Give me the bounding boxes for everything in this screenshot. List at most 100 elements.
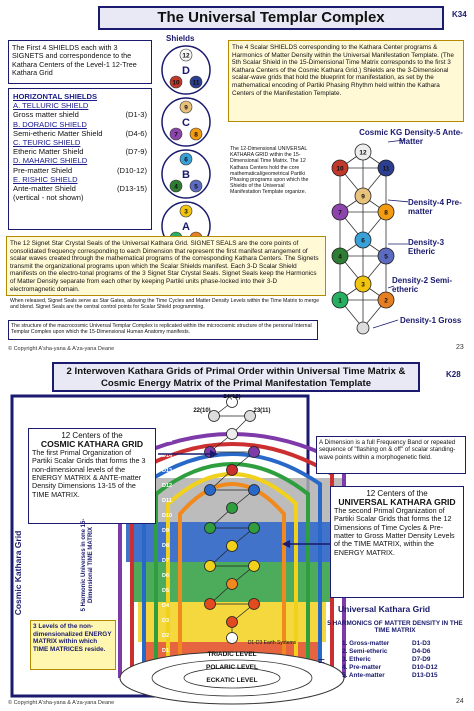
signet-number: 8 (194, 132, 198, 139)
copyright-2: © Copyright A'sha-yana & A'za-yana Deane (8, 700, 115, 706)
signet-number: 4 (174, 184, 178, 191)
shield-name: C. TEURIC SHIELD (13, 138, 81, 148)
shield-letter: D (182, 65, 190, 77)
energy-levels-box: 3 Levels of the non-dimensionalized ENER… (30, 620, 116, 670)
earth-systems-label: D1-D3 Earth Systems (248, 640, 297, 646)
page-24: 2 Interwoven Kathara Grids of Primal Ord… (0, 358, 474, 711)
dimension-label: D14 (162, 453, 173, 459)
density-pointer (387, 140, 408, 143)
shield-desc: Ante-matter Shield(D13-15) (13, 184, 147, 194)
kathara-center (354, 187, 372, 205)
dimension-label: D7 (162, 558, 169, 564)
dimension-label: D12 (162, 483, 172, 489)
kathara-center (331, 247, 349, 265)
density-label-4: Density-4 Pre-matter (408, 198, 462, 216)
kathara-center (354, 143, 372, 161)
dimension-label: D4 (162, 603, 170, 609)
dimension-label: D5 (162, 588, 169, 594)
cosmic-side-label: Cosmic Kathara Grid (13, 530, 23, 616)
energy-level-label: ECKATIC LEVEL (206, 677, 257, 684)
dimension-label: D10 (162, 513, 172, 519)
kathara-center-number: 5 (384, 254, 388, 261)
grid-center (248, 560, 260, 572)
signet-number: 10 (172, 80, 180, 87)
page-tag-2: K28 (446, 370, 461, 379)
signet-seal (169, 127, 183, 141)
grid-center (244, 410, 256, 422)
grid-center (226, 616, 238, 628)
universal-heading: 12 Centers of the (366, 489, 428, 498)
universal-title: UNIVERSAL KATHARA GRID (338, 497, 456, 508)
energy-level-label: POLARIC LEVEL (206, 664, 258, 671)
dimension-label: D8 (162, 543, 169, 549)
shields-column-label: Shields (166, 34, 195, 43)
kathara-center-number: 6 (361, 238, 365, 245)
density-label-3: Density-3 Etheric (408, 238, 445, 256)
energy-matrix-ring (183, 667, 281, 689)
density-pointer (387, 199, 408, 203)
density-label-5: Cosmic KG Density-5 Ante-Matter (359, 128, 463, 146)
kathara-center (354, 231, 372, 249)
kathara-center-number: 11 (383, 166, 390, 173)
grid-center (248, 484, 260, 496)
signet-seal (179, 100, 193, 114)
shield-letter: A (182, 221, 190, 233)
kathara-center-number: 8 (384, 210, 388, 217)
cosmic-center-number: 22(10) (193, 408, 210, 414)
cosmic-center-number: 23(11) (253, 408, 270, 414)
shield-name: E. RISHIC SHIELD (13, 174, 78, 184)
shield-circles: D121011C978B645A312 (161, 45, 211, 251)
cosmic-center-number: 24(12) (223, 394, 240, 400)
kathara-grid-text: The 12-Dimensional UNIVERSAL KATHARA GRI… (230, 146, 309, 196)
kathara-center-number: 1 (338, 298, 342, 305)
base-center (356, 321, 370, 335)
signet-number: 7 (174, 132, 178, 139)
signet-number: 3 (184, 209, 188, 216)
cosmic-heading: 12 Centers of the (61, 431, 123, 440)
grid-center (208, 410, 220, 422)
kathara-center (331, 203, 349, 221)
cosmic-text: The first Primal Organization of Partiki… (32, 447, 146, 499)
signet-seal (169, 179, 183, 193)
dimension-arch (178, 482, 286, 678)
shields-heading: HORIZONTAL SHIELDS (13, 92, 98, 101)
density-label-2: Density-2 Semi-etheric (392, 276, 453, 294)
equals-sign: = (318, 654, 326, 668)
copyright-1: © Copyright A'sha-yana & A'za-yana Deane (8, 346, 115, 352)
dimension-arch (154, 462, 310, 678)
universal-text: The second Primal Organization of Partik… (334, 505, 455, 557)
shield-name: A. TELLURIC SHIELD (13, 101, 89, 111)
kathara-center (354, 275, 372, 293)
signet-seals-text: The 12 Signet Star Crystal Seals of the … (6, 236, 326, 296)
kathara-center (377, 247, 395, 265)
kathara-center (331, 159, 349, 177)
signet-number: 5 (194, 184, 198, 191)
density-pointer (372, 319, 399, 329)
shield-desc: Pre-matter Shield(D10-12) (13, 165, 147, 175)
templar-structure-text: The structure of the macrocosmic Univers… (8, 320, 318, 340)
shield-desc: (vertical - not shown) (13, 193, 84, 203)
signet-seal (179, 152, 193, 166)
grid-center (248, 446, 260, 458)
universal-grid-box: 12 Centers of the UNIVERSAL KATHARA GRID… (330, 486, 464, 598)
page-23: The Universal Templar Complex K34 The Fi… (6, 6, 467, 352)
kathara-center-number: 2 (384, 298, 388, 305)
grid-center (204, 560, 216, 572)
shield-desc: Semi-etheric Matter Shield(D4-6) (13, 128, 147, 138)
cosmic-title: COSMIC KATHARA GRID (40, 439, 144, 450)
signet-seal (169, 75, 183, 89)
intro-box: The First 4 SHIELDS each with 3 SIGNETS … (8, 40, 152, 84)
density-pointer (387, 285, 395, 289)
universal-grid-label: Universal Kathara Grid (338, 604, 431, 614)
kathara-center-number: 7 (338, 210, 342, 217)
page-title-2: 2 Interwoven Kathara Grids of Primal Ord… (52, 362, 420, 392)
grid-center (226, 464, 238, 476)
grid-center (226, 428, 238, 440)
grid-center (226, 540, 238, 552)
